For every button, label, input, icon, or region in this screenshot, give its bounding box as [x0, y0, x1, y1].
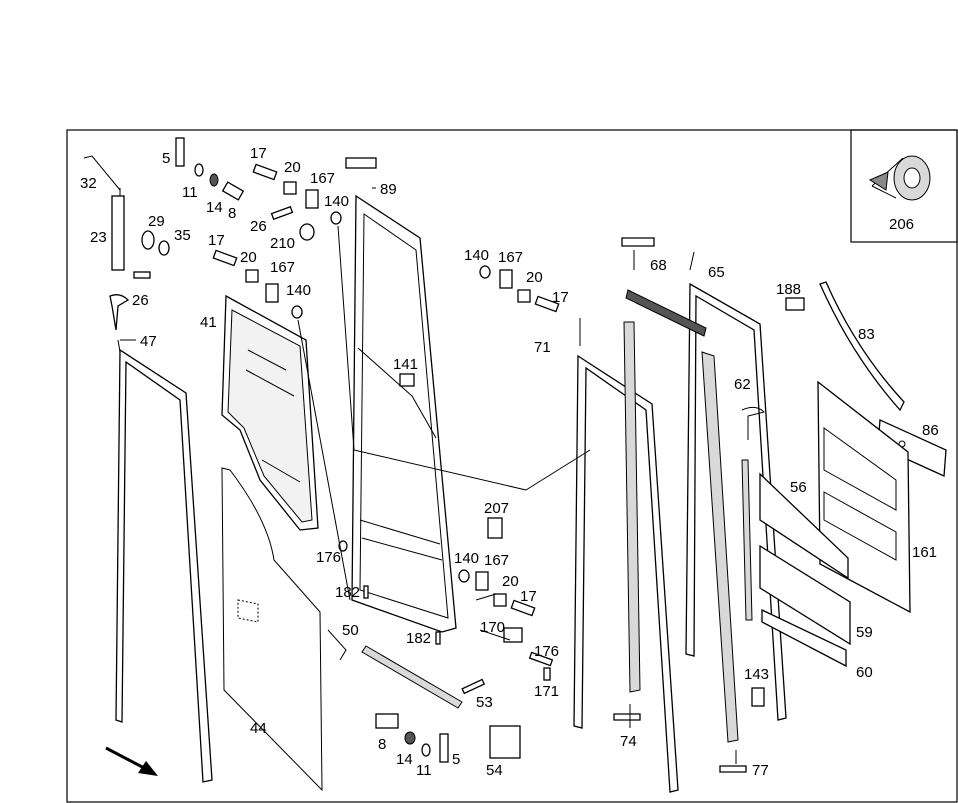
label-20d: 20	[502, 573, 519, 590]
label-68: 68	[650, 257, 667, 274]
label-171: 171	[534, 683, 559, 700]
label-60: 60	[856, 664, 873, 681]
leader-lines	[119, 187, 737, 764]
label-8b: 8	[378, 736, 386, 753]
label-44: 44	[250, 720, 267, 737]
strip-83	[819, 281, 905, 412]
label-188: 188	[776, 281, 801, 298]
door-seal-47	[109, 294, 213, 783]
strip-62	[741, 406, 765, 440]
clip-68	[621, 237, 655, 247]
label-65: 65	[708, 264, 725, 281]
inset-frame	[850, 129, 958, 243]
label-20c: 20	[526, 269, 543, 286]
door-frame-89	[345, 157, 457, 633]
label-140b: 140	[286, 282, 311, 299]
label-53: 53	[476, 694, 493, 711]
foam-60	[761, 608, 847, 668]
rail-50	[361, 645, 463, 709]
label-71: 71	[534, 339, 551, 356]
label-29: 29	[148, 213, 165, 230]
label-14b: 14	[396, 751, 413, 768]
seal-strip-68	[625, 289, 707, 337]
label-86: 86	[922, 422, 939, 439]
label-11a: 11	[182, 184, 198, 201]
label-59: 59	[856, 624, 873, 641]
foam-56	[759, 472, 849, 580]
label-77: 77	[752, 762, 769, 779]
label-170: 170	[480, 619, 505, 636]
label-206: 206	[889, 216, 914, 233]
label-17c: 17	[552, 289, 569, 306]
label-20b: 20	[240, 249, 257, 266]
label-182b: 182	[406, 630, 431, 647]
label-89: 89	[380, 181, 397, 198]
label-41: 41	[200, 314, 217, 331]
clip-74	[613, 713, 641, 721]
label-62: 62	[734, 376, 751, 393]
door-panel-44	[221, 467, 323, 792]
tape-roll-part	[868, 155, 931, 201]
diagram-frame	[66, 129, 958, 803]
label-176b: 176	[534, 643, 559, 660]
label-17a: 17	[250, 145, 267, 162]
label-54: 54	[486, 762, 503, 779]
direction-arrow	[105, 746, 158, 776]
label-17b: 17	[208, 232, 225, 249]
label-140c: 140	[464, 247, 489, 264]
label-167c: 167	[498, 249, 523, 266]
label-17d: 17	[520, 588, 537, 605]
label-143: 143	[744, 666, 769, 683]
label-182a: 182	[335, 584, 360, 601]
label-26b: 26	[132, 292, 149, 309]
label-207: 207	[484, 500, 509, 517]
label-140a: 140	[324, 193, 349, 210]
window-glass-41	[221, 294, 319, 531]
door-seal-65	[685, 282, 787, 721]
label-26a: 26	[250, 218, 267, 235]
label-140d: 140	[454, 550, 479, 567]
label-32: 32	[80, 175, 97, 192]
label-50: 50	[342, 622, 359, 639]
label-35: 35	[174, 227, 191, 244]
label-83: 83	[858, 326, 875, 343]
foam-59	[759, 544, 851, 646]
label-210: 210	[270, 235, 295, 252]
label-167b: 167	[270, 259, 295, 276]
label-47: 47	[140, 333, 157, 350]
label-74: 74	[620, 733, 637, 750]
label-167a: 167	[310, 170, 335, 187]
callout-labels: 5 32 11 17 20 167 89 14 8 140 29 23 35 2…	[80, 145, 939, 779]
door-seal-71	[573, 354, 679, 793]
label-8a: 8	[228, 205, 236, 222]
label-20a: 20	[284, 159, 301, 176]
label-5b: 5	[452, 751, 460, 768]
label-167d: 167	[484, 552, 509, 569]
seal-strip-74	[623, 321, 641, 693]
label-11b: 11	[416, 762, 432, 779]
seal-strip-77	[701, 351, 739, 743]
label-141: 141	[393, 356, 418, 373]
label-161: 161	[912, 544, 937, 561]
hardware-group	[83, 137, 805, 763]
label-176a: 176	[316, 549, 341, 566]
label-14a: 14	[206, 199, 223, 216]
label-5a: 5	[162, 150, 170, 167]
label-56: 56	[790, 479, 807, 496]
clip-77	[719, 765, 747, 773]
label-23: 23	[90, 229, 107, 246]
